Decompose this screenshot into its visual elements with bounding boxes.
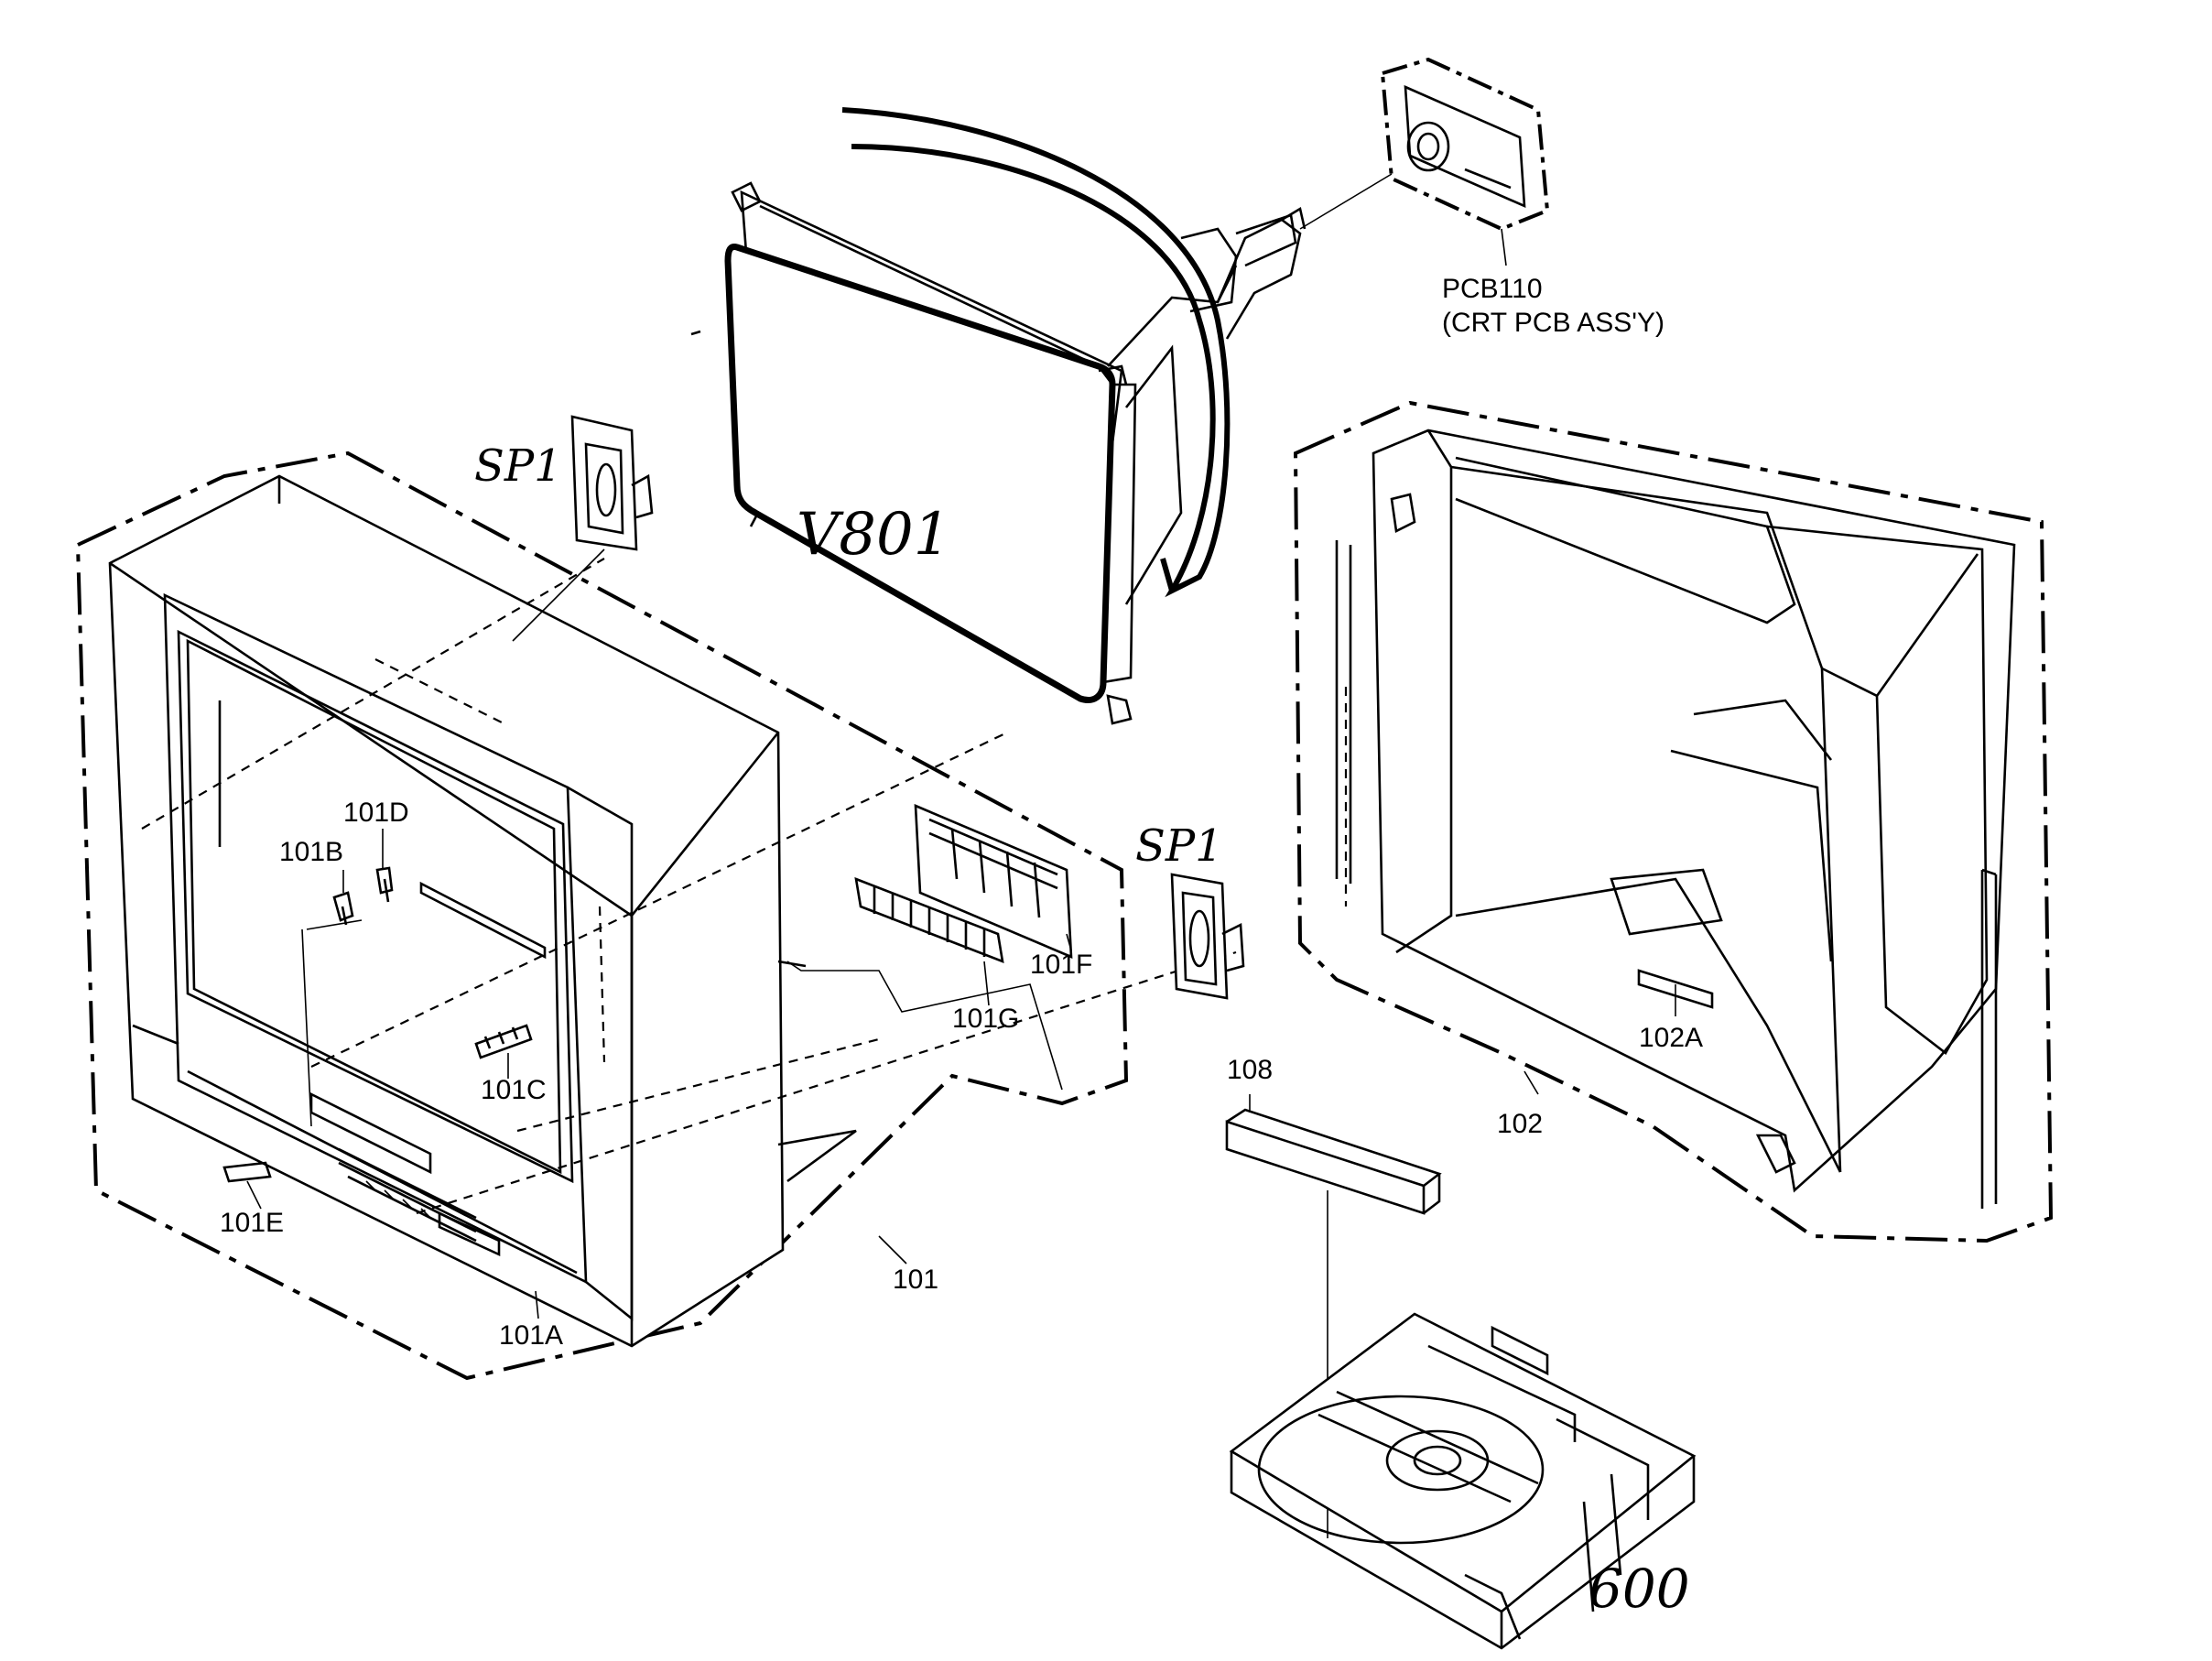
label-101f: 101F [1030, 950, 1092, 980]
part-101e [222, 1161, 272, 1183]
part-102-leader [1523, 1070, 1539, 1095]
label-101c: 101C [481, 1075, 547, 1105]
crt-leader-mark [690, 330, 701, 336]
front-cabinet-group-boundary [75, 451, 1129, 1381]
label-101a: 101A [499, 1320, 563, 1351]
connector-strip-101g [854, 876, 1004, 964]
label-101: 101 [893, 1265, 938, 1295]
label-600: 600 [1589, 1558, 1690, 1620]
label-pcb110: PCB110 [1442, 274, 1543, 304]
button-101d [375, 866, 394, 903]
label-101g: 101G [952, 1004, 1019, 1034]
speaker-left-leader [512, 548, 605, 642]
label-102a: 102A [1639, 1023, 1703, 1053]
rear-cabinet [1335, 429, 2016, 1209]
label-101e: 101E [220, 1208, 284, 1238]
label-pcb110-desc: (CRT PCB ASS'Y) [1442, 308, 1664, 338]
front-cabinet [108, 474, 785, 1348]
bracket-101f [914, 803, 1073, 960]
label-v801: V801 [797, 501, 950, 569]
label-sp1-left: SP1 [474, 440, 562, 492]
label-108: 108 [1227, 1055, 1273, 1085]
rear-cabinet-group-boundary [1293, 400, 2054, 1243]
pcb-connection-line [1299, 173, 1393, 230]
dvd-loader-600 [1229, 1312, 1697, 1650]
label-101d: 101D [343, 798, 409, 828]
pcb110-leader [1501, 228, 1507, 266]
label-leaders [246, 829, 1072, 1319]
crt-tube [724, 107, 1307, 725]
speaker-right [1170, 873, 1245, 1000]
button-101b [332, 891, 354, 926]
part-101c [474, 1024, 533, 1059]
crt-pcb-assembly [1380, 57, 1550, 232]
label-sp1-right: SP1 [1135, 820, 1223, 872]
assembly-guide-lines [141, 558, 1237, 1215]
part-108-bar [1225, 1108, 1442, 1215]
speaker-left [570, 415, 654, 551]
assembly-guide-solid [301, 919, 1063, 1127]
cabinet-stand [777, 960, 857, 1183]
label-102: 102 [1497, 1109, 1543, 1139]
label-101b: 101B [279, 837, 343, 867]
